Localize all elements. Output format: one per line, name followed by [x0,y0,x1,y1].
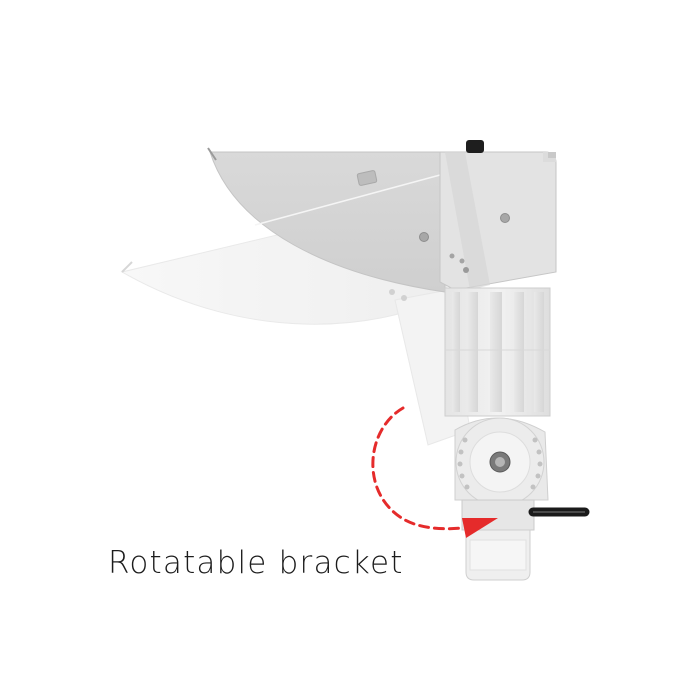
curved-arrow-icon [371,406,498,538]
caption-text: Rotatable bracket [108,545,404,581]
mounting-base [461,499,535,581]
lamp-visor [207,147,446,293]
lamp-housing [419,140,557,291]
rotatable-bracket [454,417,549,507]
heat-sink-body [444,287,551,417]
